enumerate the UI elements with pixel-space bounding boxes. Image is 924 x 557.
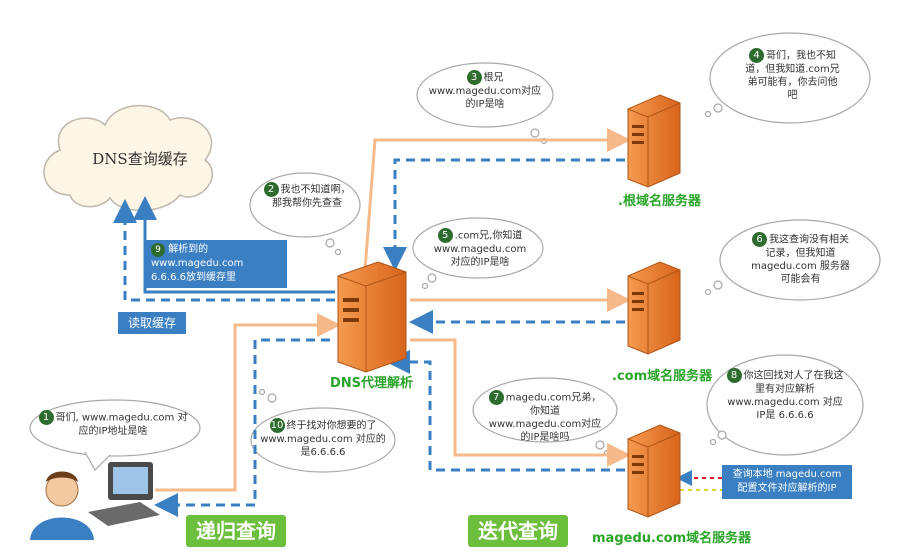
bubble-1-shape [29,399,201,457]
response-arrows [113,158,625,517]
bubble-7-shape [472,377,618,443]
magedu-server-label: magedu.com域名服务器 [592,531,752,546]
proxy-server-icon [337,261,407,373]
arrow-from-magedu [386,350,625,472]
request-arrows [155,128,631,492]
iterative-query-label: 迭代查询 [468,515,568,547]
recursive-query-label: 递归查询 [186,515,286,547]
cache-title: DNS查询缓存 [92,150,188,168]
root-server-label: .根域名服务器 [618,194,701,209]
bubble-8-label: 你这回找对人了在我这里有对应解析 www.magedu.com 对应IP是 6.… [727,370,844,422]
step-1-badge: 1 [38,410,54,425]
cache-write-box: 9 解析到的 www.magedu.com 6.6.6.6放到缓存里 [145,240,287,288]
step-3-badge: 3 [466,70,482,85]
bubble-3-shape [416,62,554,128]
arrow-from-root [383,158,625,271]
com-server-icon [627,261,681,355]
step-7-badge: 7 [488,390,504,405]
step-5-badge: 5 [437,228,453,243]
bubble-10-label: 终于找对你想要的了 www.magedu.com 对应的是6.6.6.6 [260,420,386,459]
cache-write-arrow [133,196,335,294]
bubble-4-label: 哥们，我也不知道，但我知道.com兄弟可能有，你去问他吧 [745,50,840,102]
step-9-label: 解析到的 www.magedu.com 6.6.6.6放到缓存里 [151,244,244,283]
arrow-to-root [363,128,631,271]
step-9-badge: 9 [151,243,165,257]
com-server-label: .com域名服务器 [612,369,713,384]
bubble-7-label: magedu.com兄弟，你知道www.magedu.com对应的IP是啥吗 [488,392,602,444]
local-query-arrows [676,470,722,491]
server-icons [337,94,681,518]
step-6-badge: 6 [752,232,767,247]
arrow-to-magedu [410,338,631,467]
bubble-2-label: 我也不知道啊，那我帮你先查查 [272,184,351,210]
bubble-10-shape [250,407,396,473]
arrow-client-to-proxy [155,313,341,492]
proxy-label: DNS代理解析 [330,376,414,391]
step-8-badge: 8 [726,368,742,383]
bubble-3-label: 根兄 www.magedu.com对应的IP是啥 [428,72,542,111]
bubble-6-label: 我这查询没有相关记录，但我知道magedu.com 服务器可能会有 [751,234,850,286]
magedu-server-icon [627,424,681,518]
bubble-3-dot [530,128,540,138]
step-2-badge: 2 [263,182,279,197]
bubble-1-label: 哥们, www.magedu.com 对应的IP地址是啥 [55,412,188,438]
arrow-read-cache [113,199,335,302]
client-icon [30,462,160,540]
step-4-badge: 4 [749,48,764,63]
bubble-5-text: 5.com兄,你知道www.magedu.com对应的IP是啥 [430,228,530,269]
read-cache-label: 读取缓存 [118,312,187,334]
local-query-box: 查询本地 magedu.com 配置文件对应解析的IP [722,465,852,499]
step-10-badge: 10 [269,418,285,433]
bubble-8-shape [706,354,864,456]
bubble-5-label: .com兄,你知道www.magedu.com对应的IP是啥 [433,230,527,269]
arrow-proxy-to-client [154,338,330,517]
root-server-icon [627,94,681,188]
